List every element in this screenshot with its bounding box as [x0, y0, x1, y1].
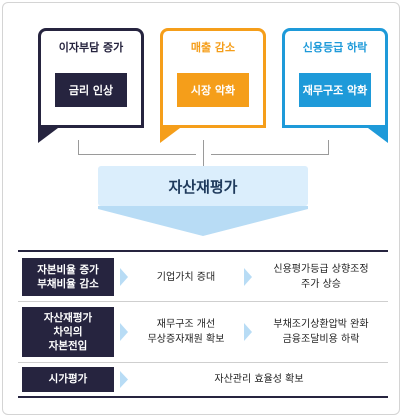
outcome-line: 금융조달비용 하락 [282, 334, 360, 345]
cause-box-rate-hike: 금리 인상 [55, 73, 127, 107]
row-label-line: 자산재평가 [43, 311, 93, 324]
row-label-capital-ratio: 자본비율 증가 부채비율 감소 [22, 258, 114, 296]
effect-cell: 기업가치 증대 [156, 271, 216, 283]
connector-left-bar [78, 154, 196, 155]
row-divider [18, 362, 388, 363]
connector-middle-drop [203, 140, 204, 154]
effect-line: 재무구조 개선 [156, 319, 216, 330]
effect-line: 무상증자재원 확보 [147, 334, 225, 345]
cause-box-financial-worsening: 재무구조 악화 [299, 73, 371, 107]
connector-left-drop [78, 140, 79, 154]
row-divider [18, 301, 388, 302]
outcome-cell: 신용평가등급 상향조정 주가 상승 [254, 258, 388, 296]
outcome-cell-wide: 자산관리 효율성 확보 [214, 374, 304, 385]
card-interest-burden: 이자부담 증가 금리 인상 [38, 28, 144, 128]
card-sales-decline: 매출 감소 시장 악화 [160, 28, 266, 128]
row-label-line: 자본비율 증가 [37, 263, 99, 276]
outcome-line: 부채조기상환압박 완화 [273, 319, 369, 330]
row-label-market-valuation: 시가평가 [22, 367, 114, 392]
table-bottom-rule [18, 396, 388, 398]
row-label-line: 자본전입 [48, 340, 88, 353]
outcome-line: 주가 상승 [301, 279, 341, 290]
card-title: 이자부담 증가 [58, 41, 124, 54]
row-label-revaluation-gain: 자산재평가 차익의 자본전입 [22, 307, 114, 357]
table-top-rule [18, 250, 388, 252]
card-title: 신용등급 하락 [302, 41, 368, 54]
effect-cell: 재무구조 개선 무상증자재원 확보 [130, 307, 242, 357]
cause-box-market-worsening: 시장 악화 [177, 73, 249, 107]
outcome-line: 신용평가등급 상향조정 [273, 264, 369, 275]
card-credit-downgrade: 신용등급 하락 재무구조 악화 [282, 28, 388, 128]
row-label-line: 부채비율 감소 [37, 278, 99, 290]
outcome-cell: 부채조기상환압박 완화 금융조달비용 하락 [254, 307, 388, 357]
row-label-line: 시가평가 [48, 373, 88, 386]
connector-right-drop [328, 140, 329, 154]
row-label-line: 차익의 [53, 325, 83, 338]
revaluation-banner: 자산재평가 [98, 166, 308, 206]
connector-right-bar [211, 154, 329, 155]
connector-center-stem [203, 154, 204, 166]
card-title: 매출 감소 [190, 41, 236, 54]
